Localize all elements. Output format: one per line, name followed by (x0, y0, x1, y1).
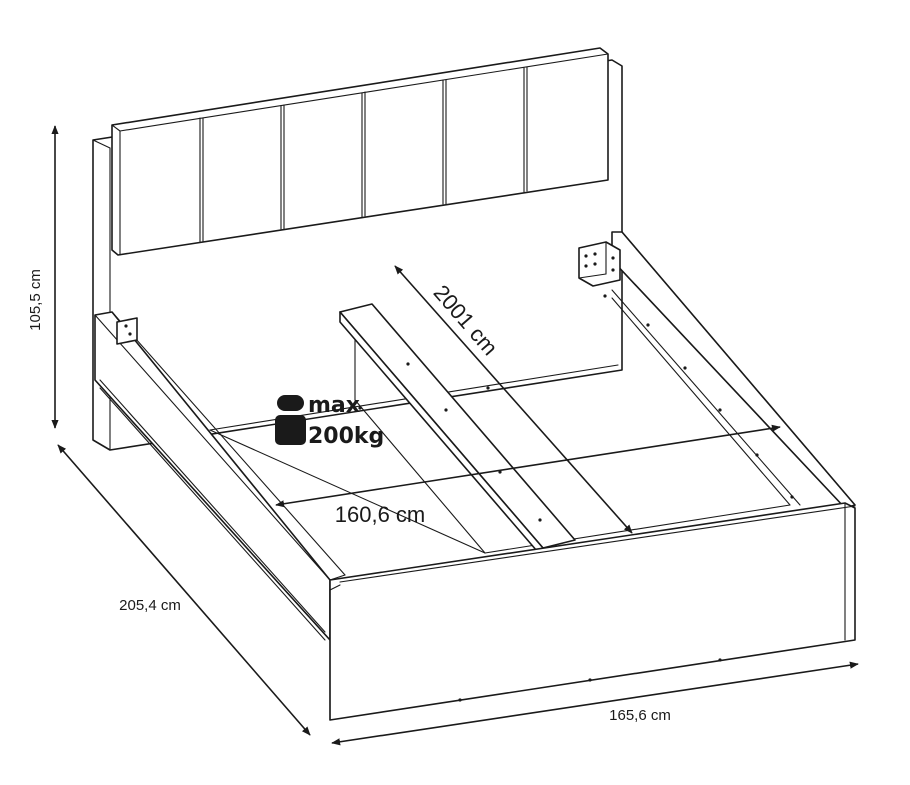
height-label: 105,5 cm (27, 269, 44, 331)
inner-width-label: 160,6 cm (335, 502, 426, 527)
length-dimension-line (57, 444, 311, 736)
left-corner-bracket (116, 317, 138, 345)
inner-length-dimension-line (394, 265, 633, 534)
dimension-lines (51, 125, 859, 746)
width-dimension-line (331, 661, 859, 746)
width-label: 165,6 cm (609, 707, 671, 724)
right-side-rail (611, 231, 856, 509)
cushion-dividers (199, 66, 528, 243)
length-label: 205,4 cm (119, 597, 181, 614)
max-load-line2: 200kg (308, 424, 384, 449)
max-load-line1: max (308, 393, 360, 418)
weight-icon (275, 395, 306, 445)
headboard-cushions (111, 47, 609, 256)
max-load-indicator: max 200kg (275, 393, 384, 449)
